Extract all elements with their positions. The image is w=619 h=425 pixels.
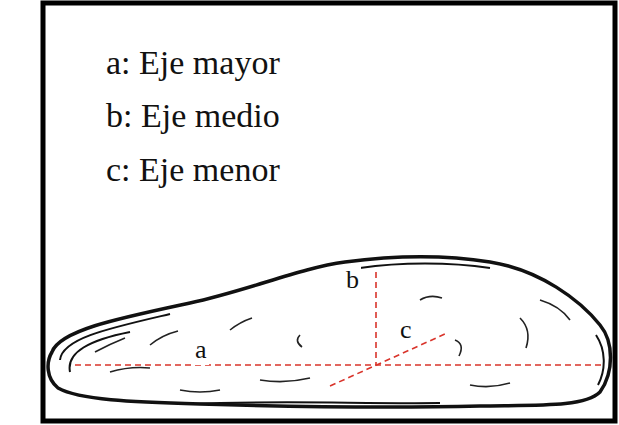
axis-lines — [75, 272, 602, 386]
middle-axis — [375, 272, 377, 365]
texture-stroke — [470, 383, 510, 387]
pebble-texture — [60, 264, 604, 405]
picture-frame — [43, 3, 615, 421]
minor-axis — [330, 334, 445, 386]
texture-stroke — [420, 296, 442, 300]
texture-stroke — [230, 318, 252, 330]
pebble-outline — [48, 257, 610, 407]
major-axis — [75, 364, 602, 366]
texture-stroke — [260, 378, 310, 382]
axis-label: c — [398, 316, 414, 345]
texture-stroke — [540, 300, 570, 320]
axis-label: b — [344, 266, 361, 295]
texture-stroke — [180, 390, 220, 392]
texture-stroke — [110, 368, 150, 373]
legend-text: c: Eje menor — [106, 151, 280, 188]
texture-stroke — [520, 318, 528, 348]
pebble-texture — [95, 296, 570, 392]
legend-text: b: Eje medio — [106, 97, 280, 134]
legend-text: a: Eje mayor — [106, 44, 280, 81]
axis-label: a — [193, 336, 209, 365]
texture-stroke — [297, 335, 302, 347]
texture-stroke — [95, 338, 125, 352]
texture-stroke — [150, 331, 178, 345]
texture-stroke — [455, 340, 461, 356]
